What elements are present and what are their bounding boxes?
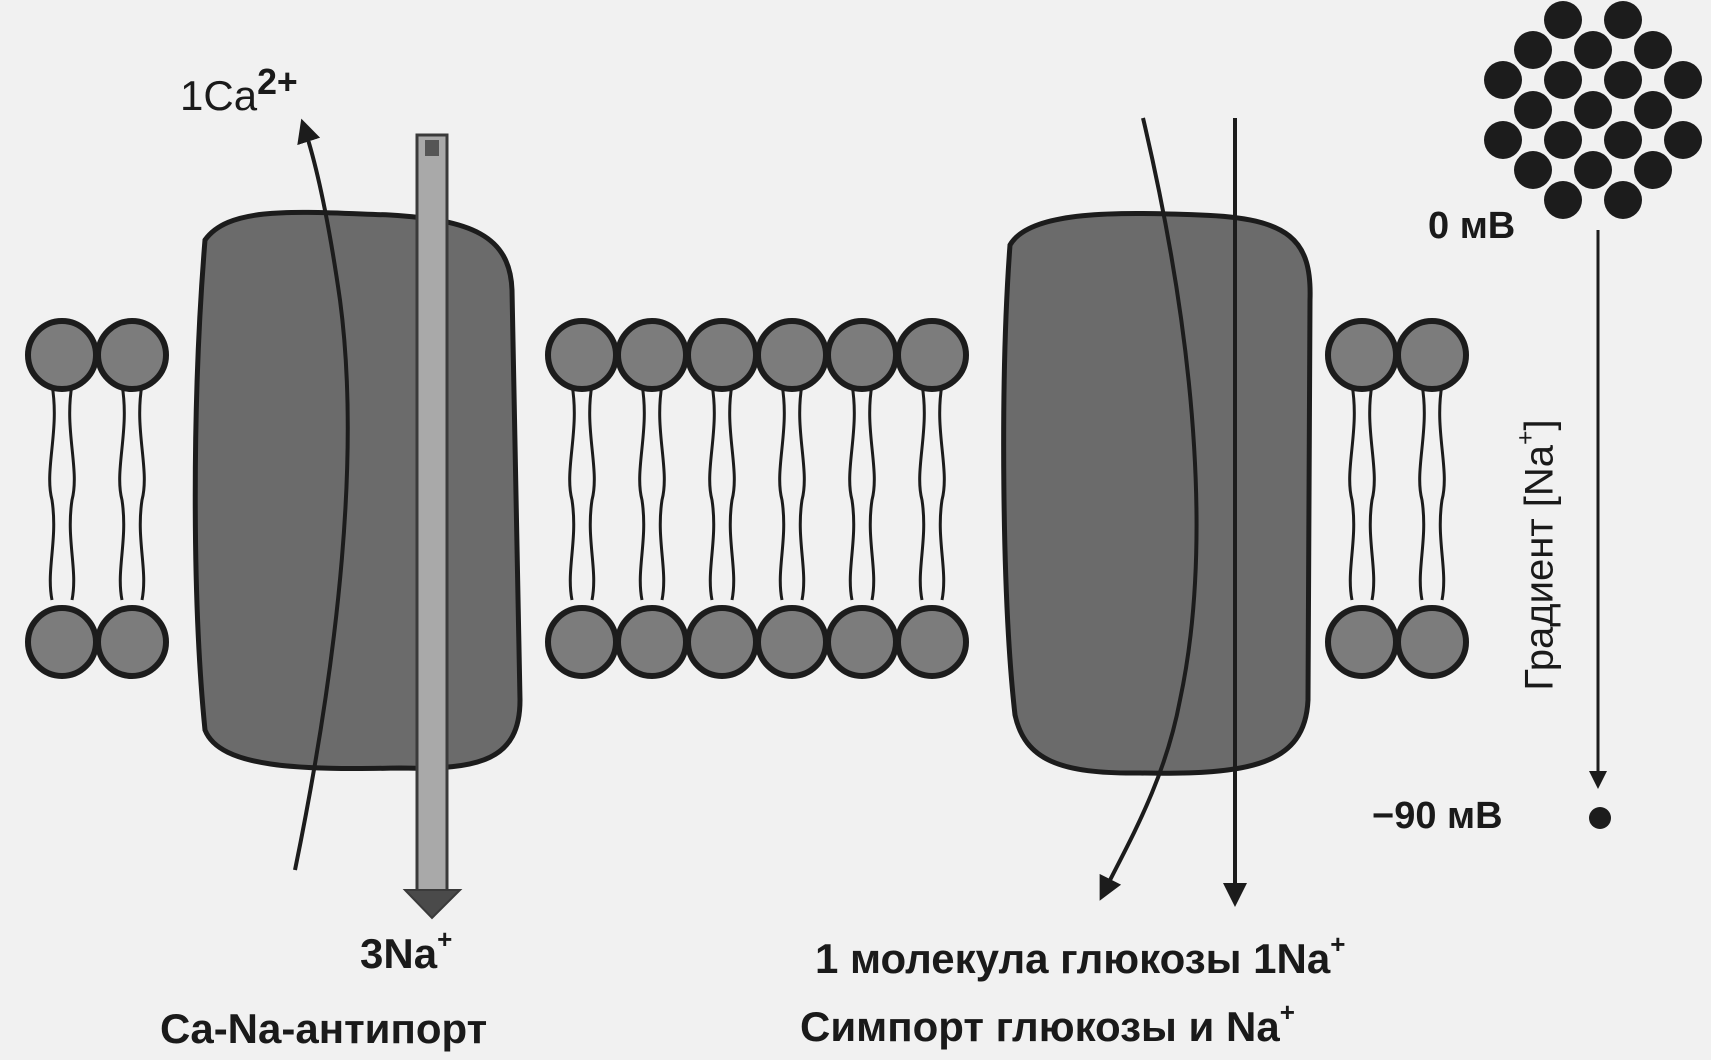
cluster-atom xyxy=(1604,1,1642,39)
lipid-tail xyxy=(780,385,785,600)
lipid-head xyxy=(828,608,896,676)
lipid-head xyxy=(28,321,96,389)
sodium-cluster-icon xyxy=(1484,1,1702,219)
calcium-charge: 2+ xyxy=(257,62,298,102)
symport-caption-text: Симпорт глюкозы и Na xyxy=(800,1003,1280,1050)
lipid-head xyxy=(618,608,686,676)
cluster-atom xyxy=(1634,151,1672,189)
potential-zero-label: 0 мВ xyxy=(1428,205,1515,248)
lipid-tail xyxy=(570,385,575,600)
gradient-label-text: Градиент [Na xyxy=(1518,445,1562,691)
cluster-atom xyxy=(1544,121,1582,159)
lipid-head xyxy=(548,608,616,676)
glucose-label-text: 1 молекула глюкозы 1Na xyxy=(815,935,1330,982)
sodium-3-label: 3Na+ xyxy=(360,930,452,978)
sodium-charge: + xyxy=(437,924,452,954)
cluster-atom xyxy=(1514,151,1552,189)
cluster-atom xyxy=(1514,31,1552,69)
lipid-head xyxy=(828,321,896,389)
lipid-tail xyxy=(730,385,735,600)
cluster-atom xyxy=(1604,181,1642,219)
cluster-atom xyxy=(1544,61,1582,99)
lipid-head xyxy=(1328,608,1396,676)
gradient-bracket: ] xyxy=(1518,419,1562,430)
lipid-head xyxy=(688,608,756,676)
cluster-atom xyxy=(1634,91,1672,129)
lipid-tail xyxy=(140,385,145,600)
cluster-atom xyxy=(1604,61,1642,99)
lipid-tail xyxy=(1440,385,1445,600)
lipid-head xyxy=(898,608,966,676)
glucose-sodium-label: 1 молекула глюкозы 1Na+ xyxy=(815,935,1345,983)
lipid-tail xyxy=(800,385,805,600)
lipid-tail xyxy=(120,385,125,600)
negative-potential-dot xyxy=(1589,807,1611,829)
lipid-head xyxy=(618,321,686,389)
lipid-head xyxy=(758,608,826,676)
lipid-head xyxy=(98,608,166,676)
sodium-3-base: 3Na xyxy=(360,930,437,977)
lipid-head xyxy=(548,321,616,389)
lipid-tail xyxy=(920,385,925,600)
gradient-na-charge: + xyxy=(1513,431,1540,445)
cluster-atom xyxy=(1664,61,1702,99)
lipid-tail xyxy=(710,385,715,600)
calcium-label: 1Ca2+ xyxy=(180,72,298,120)
lipid-head xyxy=(1398,608,1466,676)
lipid-head xyxy=(28,608,96,676)
lipid-tail xyxy=(1350,385,1355,600)
symporter-protein xyxy=(1004,213,1310,773)
lipid-tail xyxy=(640,385,645,600)
lipid-head xyxy=(688,321,756,389)
cluster-atom xyxy=(1544,181,1582,219)
potential-negative-label: −90 мВ xyxy=(1372,795,1503,838)
cluster-atom xyxy=(1664,121,1702,159)
lipid-tail xyxy=(940,385,945,600)
cluster-atom xyxy=(1514,91,1552,129)
symport-caption: Симпорт глюкозы и Na+ xyxy=(800,1003,1295,1051)
cluster-atom xyxy=(1574,151,1612,189)
cluster-atom xyxy=(1574,31,1612,69)
lipid-tail xyxy=(660,385,665,600)
antiport-caption: Ca-Na-антипорт xyxy=(160,1005,487,1053)
calcium-label-base: 1Ca xyxy=(180,72,257,119)
lipid-tail xyxy=(850,385,855,600)
lipid-head xyxy=(1328,321,1396,389)
cluster-atom xyxy=(1484,121,1522,159)
cluster-atom xyxy=(1604,121,1642,159)
lipid-tail xyxy=(1370,385,1375,600)
lipid-tail xyxy=(70,385,75,600)
gradient-label: Градиент [Na+] xyxy=(1518,419,1563,690)
glucose-na-charge: + xyxy=(1330,929,1345,959)
lipid-head xyxy=(1398,321,1466,389)
cluster-atom xyxy=(1484,61,1522,99)
lipid-head xyxy=(898,321,966,389)
lipid-head xyxy=(758,321,826,389)
lipid-tail xyxy=(1420,385,1425,600)
lipid-tail xyxy=(50,385,55,600)
lipid-tail xyxy=(870,385,875,600)
cluster-atom xyxy=(1574,91,1612,129)
lipid-head xyxy=(98,321,166,389)
cluster-atom xyxy=(1544,1,1582,39)
antiporter-protein xyxy=(195,212,520,768)
symport-na-charge: + xyxy=(1280,997,1295,1027)
cluster-atom xyxy=(1634,31,1672,69)
lipid-tail xyxy=(590,385,595,600)
